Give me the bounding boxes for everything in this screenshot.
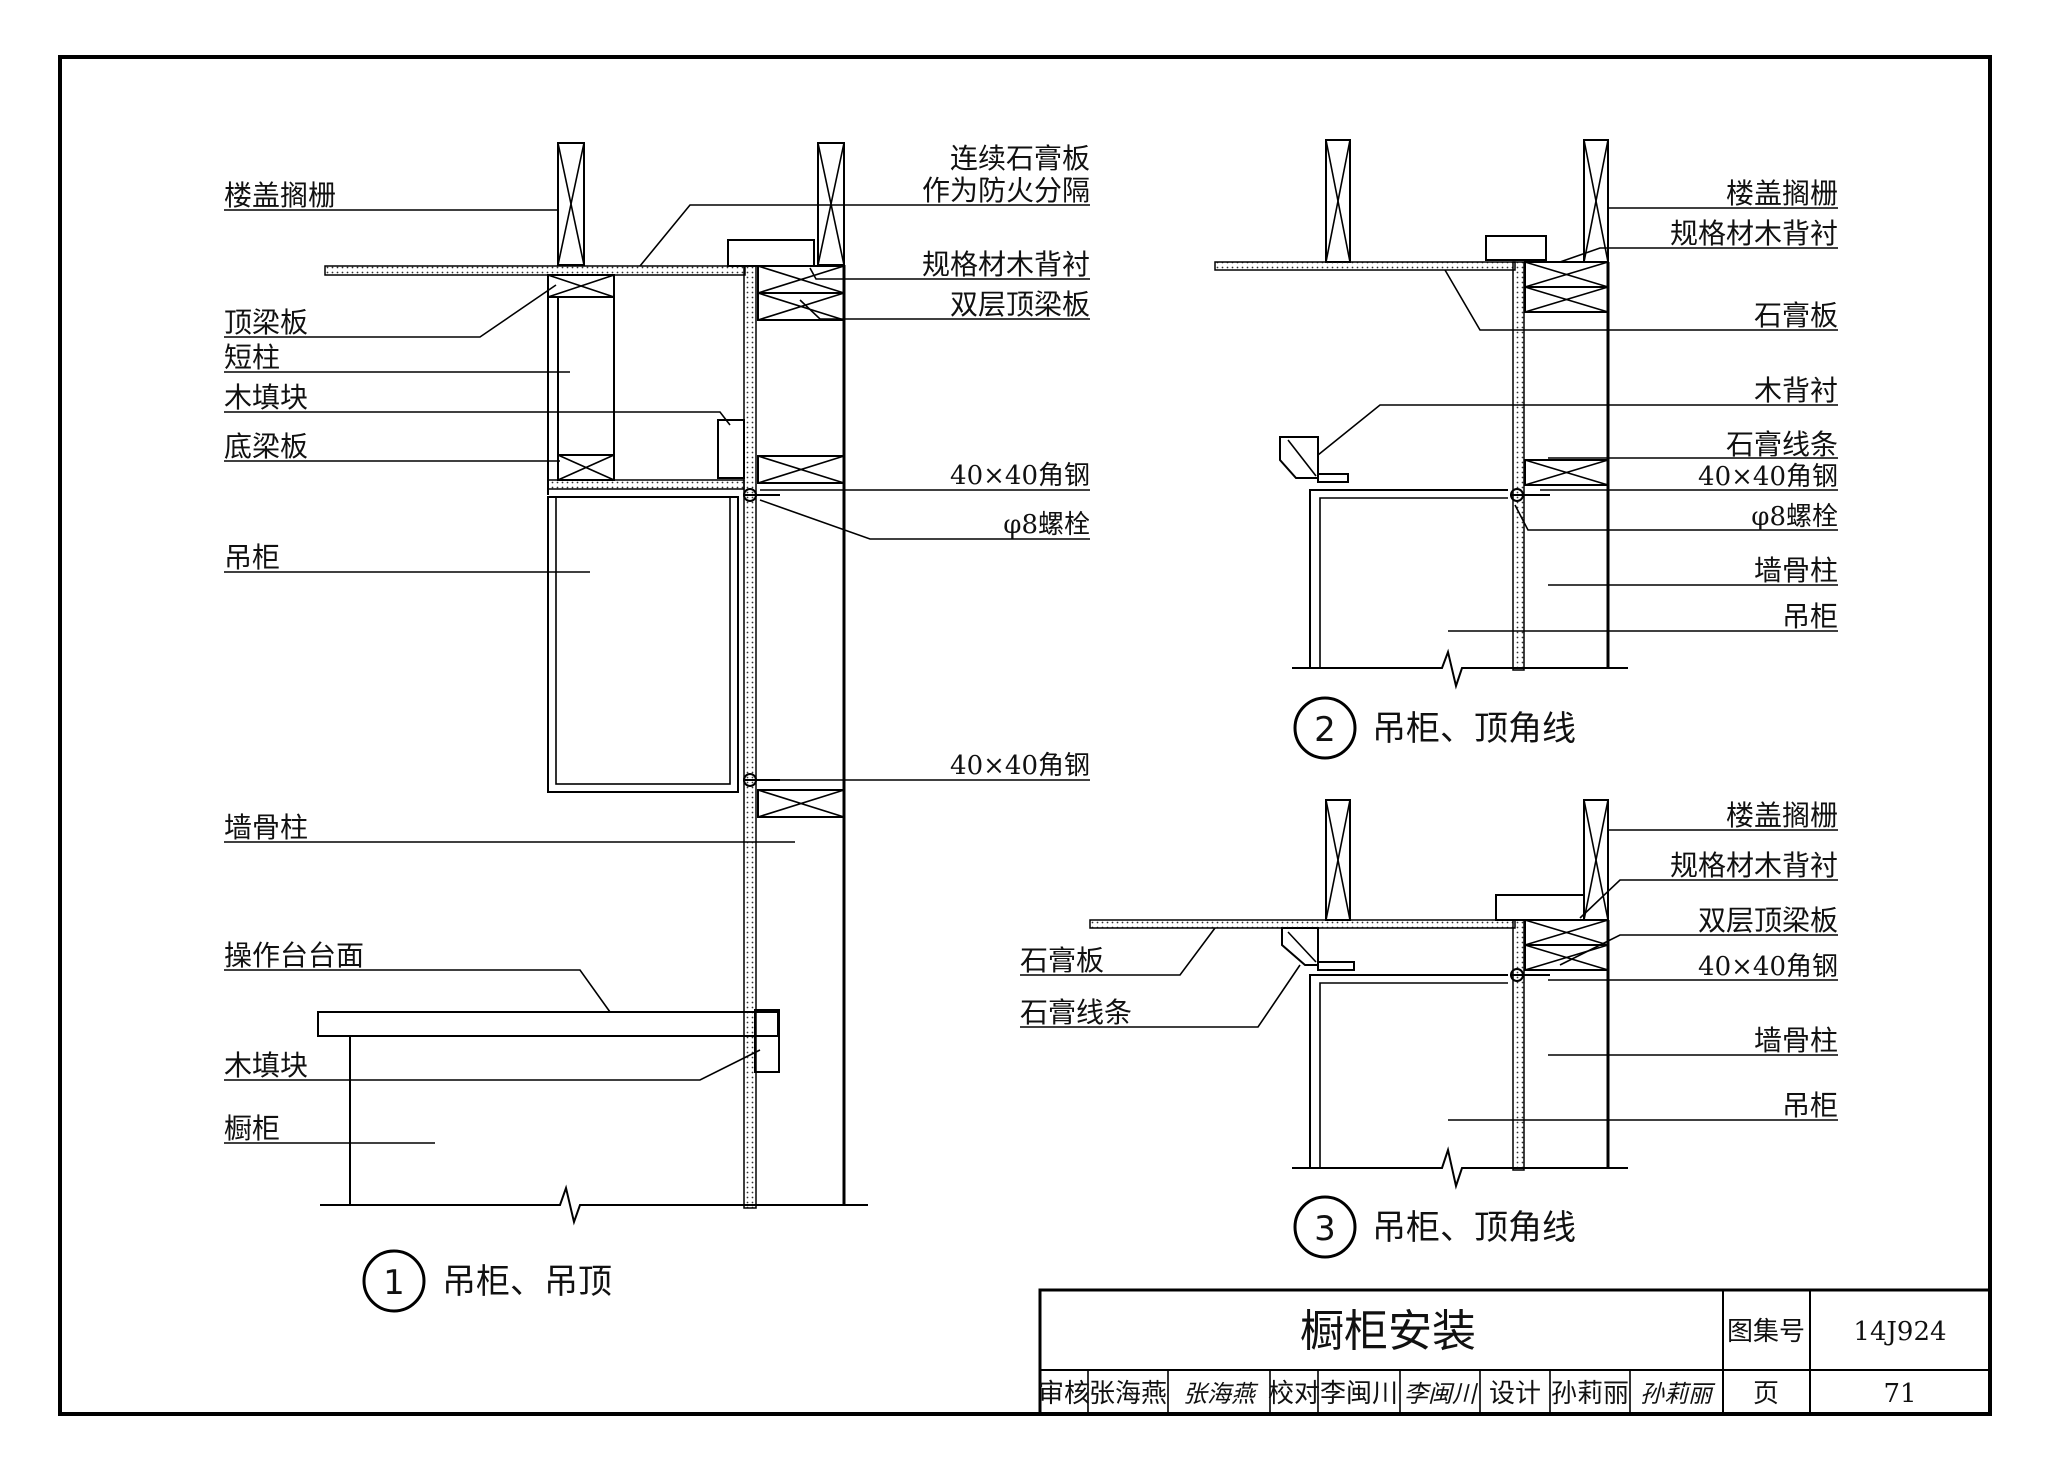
d2-label-angle-steel: 40×40角钢 (1698, 462, 1838, 492)
d2-caption: 吊柜、顶角线 (1372, 709, 1576, 749)
atlas-label: 图集号 (1727, 1317, 1805, 1347)
d2-label-wall-stud: 墙骨柱 (1754, 554, 1838, 587)
d1-label-double-top-plate: 双层顶梁板 (950, 288, 1090, 321)
d3-label-gypsum-board: 石膏板 (1020, 944, 1104, 977)
detail-1-drawing (317, 142, 868, 1226)
d3-label-wall-stud: 墙骨柱 (1754, 1024, 1838, 1057)
d2-label-wood-backing: 木背衬 (1754, 374, 1838, 407)
designer-name: 孙莉丽 (1551, 1379, 1629, 1409)
detail-3-drawing (1089, 799, 1628, 1190)
d1-label-floor-joist: 楼盖搁栅 (224, 179, 336, 212)
d1-label-short-post: 短柱 (224, 341, 280, 374)
d1-label-gypsum-continuous-2: 作为防火分隔 (922, 174, 1090, 207)
d2-label-lumber-backing: 规格材木背衬 (1670, 217, 1838, 250)
d1-label-bolt: φ8螺栓 (1003, 510, 1090, 540)
d3-label-gypsum-moulding: 石膏线条 (1020, 996, 1132, 1029)
checker-signature: 李闽川 (1404, 1380, 1479, 1408)
d2-label-wall-cabinet: 吊柜 (1782, 600, 1838, 633)
d2-label-gypsum-moulding: 石膏线条 (1726, 428, 1838, 461)
d1-label-gypsum-continuous-1: 连续石膏板 (950, 142, 1090, 175)
checker-name: 李闽川 (1320, 1379, 1398, 1409)
d2-label-gypsum-board: 石膏板 (1754, 299, 1838, 332)
design-label: 设计 (1489, 1379, 1541, 1409)
d1-label-wall-stud: 墙骨柱 (224, 811, 308, 844)
d2-label-floor-joist: 楼盖搁栅 (1726, 177, 1838, 210)
d1-number: 1 (383, 1263, 405, 1303)
d3-number-circle (1293, 1195, 1357, 1259)
d1-label-top-plate: 顶梁板 (224, 306, 308, 339)
sheet-border (58, 55, 1992, 1416)
detail-2-leaders (1317, 207, 1838, 632)
d2-number: 2 (1314, 710, 1336, 750)
d1-label-bottom-plate: 底梁板 (224, 430, 308, 463)
detail-3-leaders (1020, 829, 1838, 1121)
d1-label-wood-block-top: 木填块 (224, 381, 308, 414)
d1-label-wall-cabinet: 吊柜 (224, 541, 280, 574)
page-label: 页 (1753, 1379, 1779, 1409)
designer-signature: 孙莉丽 (1640, 1380, 1716, 1408)
d1-label-lumber-backing: 规格材木背衬 (922, 248, 1090, 281)
d1-label-angle-steel-bottom: 40×40角钢 (950, 751, 1090, 781)
d1-number-circle (362, 1249, 426, 1313)
title-block-title: 橱柜安装 (1300, 1306, 1476, 1357)
reviewer-name: 张海燕 (1089, 1379, 1167, 1409)
d1-caption: 吊柜、吊顶 (442, 1262, 612, 1302)
d1-label-base-cabinet: 橱柜 (224, 1112, 280, 1145)
review-label: 审核 (1038, 1379, 1090, 1409)
d3-label-floor-joist: 楼盖搁栅 (1726, 799, 1838, 832)
check-label: 校对 (1268, 1379, 1320, 1409)
d3-label-lumber-backing: 规格材木背衬 (1670, 849, 1838, 882)
d3-number: 3 (1314, 1209, 1336, 1249)
d1-label-wood-block-bottom: 木填块 (224, 1049, 308, 1082)
d2-number-circle (1293, 696, 1357, 760)
reviewer-signature: 张海燕 (1183, 1380, 1259, 1408)
d3-label-wall-cabinet: 吊柜 (1782, 1089, 1838, 1122)
d3-label-double-top-plate: 双层顶梁板 (1698, 904, 1838, 937)
d3-caption: 吊柜、顶角线 (1372, 1208, 1576, 1248)
detail-1-leaders (224, 204, 1090, 1144)
d3-label-angle-steel: 40×40角钢 (1698, 952, 1838, 982)
detail-2-drawing (1214, 139, 1628, 690)
d1-label-countertop: 操作台台面 (224, 939, 364, 972)
title-block (1038, 1288, 1992, 1416)
d1-label-angle-steel-top: 40×40角钢 (950, 461, 1090, 491)
page-number: 71 (1883, 1379, 1916, 1409)
atlas-number: 14J924 (1853, 1317, 1946, 1347)
d2-label-bolt: φ8螺栓 (1751, 502, 1838, 532)
